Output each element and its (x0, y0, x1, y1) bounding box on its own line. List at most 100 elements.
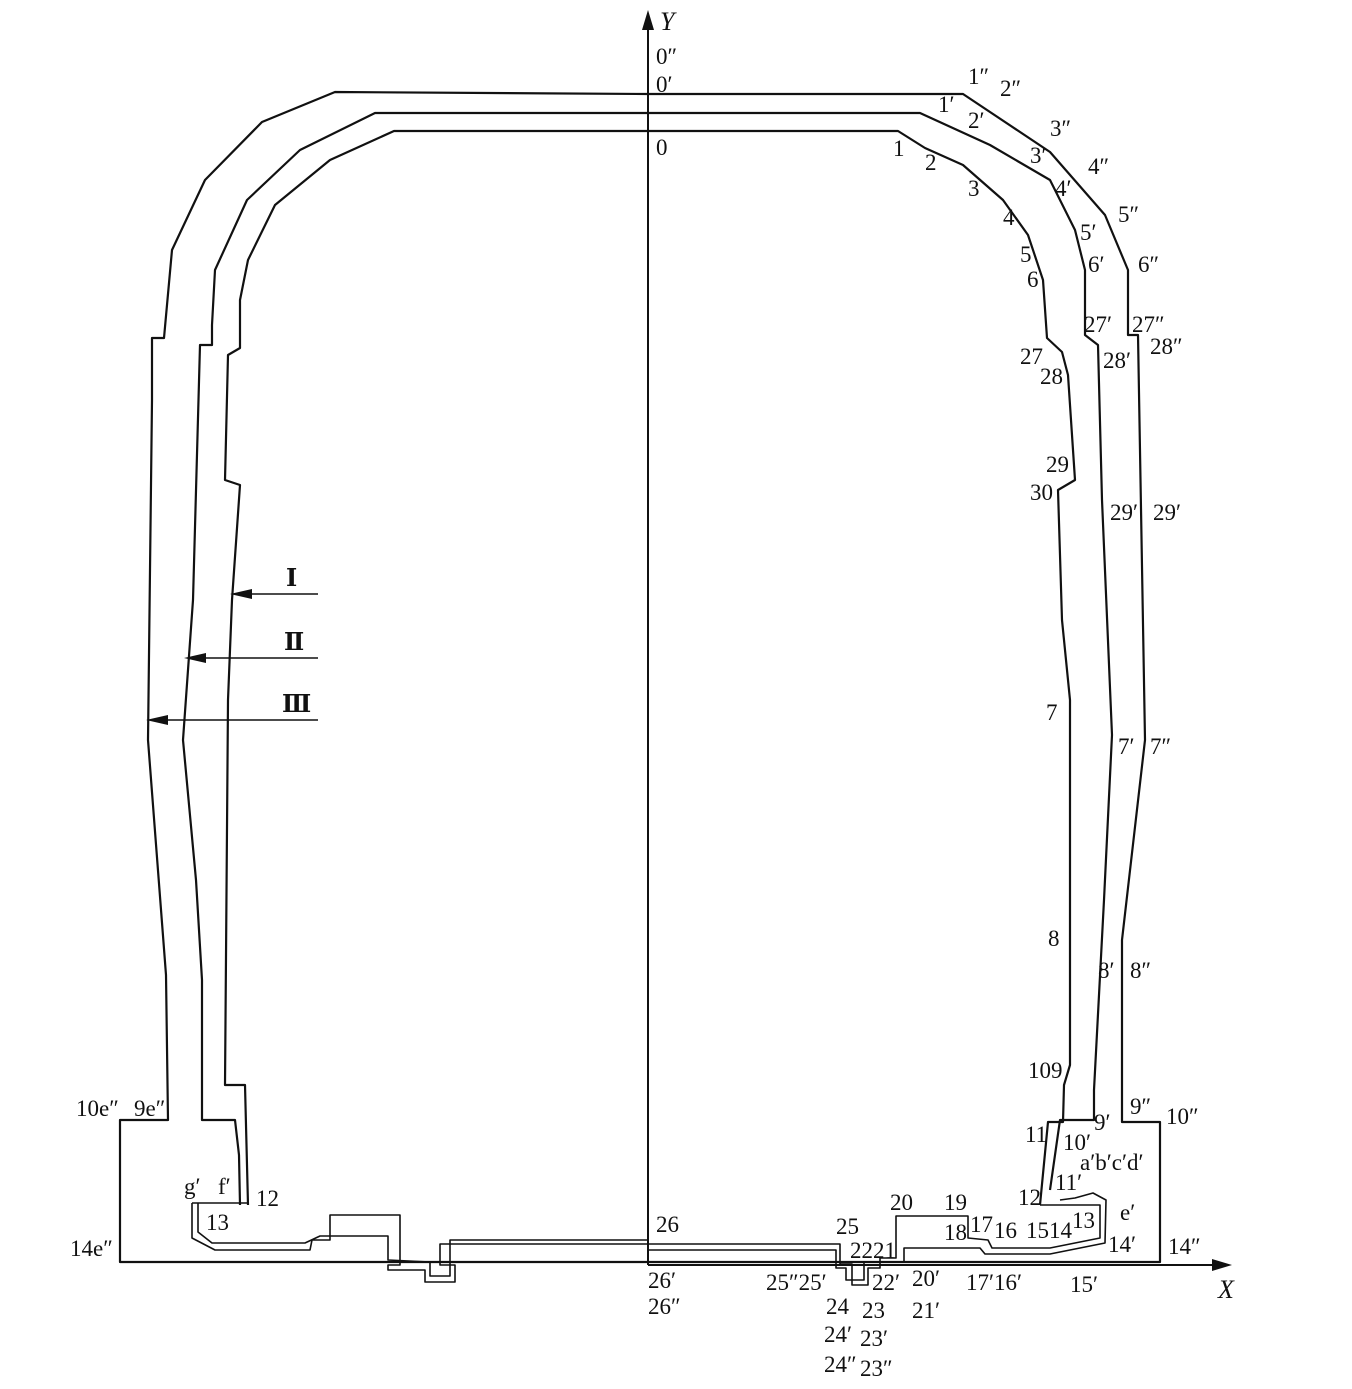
label-5: 5 (1020, 242, 1032, 267)
label-29pp: 29′ (1153, 500, 1181, 525)
label-12-left: 12 (256, 1186, 279, 1211)
label-14e: 14e″ (70, 1236, 113, 1261)
label-7: 7 (1046, 700, 1058, 725)
label-14p: 14′ (1108, 1232, 1136, 1257)
label-18: 18 (944, 1220, 967, 1245)
label-gp: g′ (184, 1174, 201, 1199)
label-10e: 10e″ (76, 1096, 119, 1121)
label-14pp: 14″ (1168, 1234, 1201, 1259)
label-13-right: 13 (1072, 1208, 1095, 1233)
label-27: 27 (1020, 344, 1043, 369)
label-29p: 29′ (1110, 500, 1138, 525)
x-axis-label: X (1217, 1275, 1235, 1304)
label-11p: 11′ (1055, 1170, 1082, 1195)
label-1: 1 (893, 136, 905, 161)
label-17: 17 (970, 1212, 993, 1237)
label-25pp-25p: 25″25′ (766, 1270, 827, 1295)
label-8p: 8′ (1098, 958, 1115, 983)
label-6p: 6′ (1088, 252, 1105, 277)
contour-label-ii: Ⅱ (284, 630, 304, 656)
contour-label-iii: Ⅲ (282, 692, 311, 718)
label-27pp: 27″ (1132, 312, 1165, 337)
label-19: 19 (944, 1190, 967, 1215)
label-8pp: 8″ (1130, 958, 1151, 983)
label-3pp: 3″ (1050, 116, 1071, 141)
label-7p: 7′ (1118, 734, 1135, 759)
contour-ii-outline (648, 111, 1114, 1191)
label-2221: 2221 (850, 1238, 896, 1263)
label-15p: 15′ (1070, 1272, 1098, 1297)
label-2: 2 (925, 150, 937, 175)
label-25: 25 (836, 1214, 859, 1239)
label-9pp: 9″ (1130, 1094, 1151, 1119)
label-1pp: 1″ (968, 64, 989, 89)
label-24p: 24′ (824, 1322, 852, 1347)
label-3: 3 (968, 176, 980, 201)
label-6: 6 (1027, 267, 1039, 292)
label-22p: 22′ (872, 1270, 900, 1295)
y-axis-arrow (642, 10, 654, 30)
label-23pp: 23″ (860, 1356, 893, 1381)
pointer-arrow-iii (146, 715, 168, 725)
label-26p: 26′ (648, 1268, 676, 1293)
label-11: 11 (1025, 1122, 1047, 1147)
track-slab-right-inner (648, 1192, 1107, 1281)
label-0: 0 (656, 135, 668, 160)
label-23: 23 (862, 1298, 885, 1323)
label-9p: 9′ (1094, 1110, 1111, 1135)
label-0pp: 0″ (656, 44, 677, 69)
label-20p: 20′ (912, 1266, 940, 1291)
label-9e: 9e″ (134, 1096, 165, 1121)
label-5pp: 5″ (1118, 202, 1139, 227)
contour-i-outline-left (223, 129, 648, 1206)
label-10-9: 109 (1028, 1058, 1063, 1083)
label-0p: 0′ (656, 72, 673, 97)
label-ep: e′ (1120, 1200, 1135, 1225)
label-28: 28 (1040, 364, 1063, 389)
label-24: 24 (826, 1294, 850, 1319)
label-10p: 10′ (1063, 1130, 1091, 1155)
label-27p: 27′ (1084, 312, 1112, 337)
label-4p: 4′ (1055, 176, 1072, 201)
label-5p: 5′ (1080, 220, 1097, 245)
contour-label-i: Ⅰ (286, 566, 297, 592)
label-4: 4 (1003, 205, 1015, 230)
label-16: 16 (994, 1218, 1017, 1243)
contour-iii-outline (118, 90, 1162, 1264)
label-23p: 23′ (860, 1326, 888, 1351)
y-axis-label: Y (660, 7, 677, 36)
label-8: 8 (1048, 926, 1060, 951)
label-17p-16p: 17′16′ (966, 1270, 1022, 1295)
label-26: 26 (656, 1212, 679, 1237)
label-12-right: 12 (1018, 1185, 1041, 1210)
label-28p: 28′ (1103, 348, 1131, 373)
pointer-arrow-i (230, 589, 252, 599)
label-20: 20 (890, 1190, 913, 1215)
track-slab-left-inner (197, 1203, 648, 1277)
label-2p: 2′ (968, 108, 985, 133)
track-slab-left (191, 1203, 648, 1283)
label-29: 29 (1046, 452, 1069, 477)
label-24pp: 24″ (824, 1352, 857, 1377)
point-labels: 0″ 0′ 0 1″ 2″ 1′ 2′ 1 2 3″ 3′ 3 4″ 4′ 4 … (70, 44, 1201, 1381)
label-26pp: 26″ (648, 1294, 681, 1319)
label-abcd: a′b′c′d′ (1080, 1150, 1144, 1175)
pointer-arrow-ii (184, 653, 206, 663)
track-slab-right (648, 1204, 1101, 1286)
label-7pp: 7″ (1150, 734, 1171, 759)
label-1p: 1′ (938, 92, 955, 117)
label-1514: 1514 (1026, 1218, 1073, 1243)
label-30: 30 (1030, 480, 1053, 505)
x-axis-arrow (1212, 1259, 1232, 1271)
axes (642, 10, 1232, 1271)
contour-ii-outline-left (181, 111, 648, 1206)
label-13-left: 13 (206, 1210, 229, 1235)
label-28pp: 28″ (1150, 334, 1183, 359)
label-2pp: 2″ (1000, 76, 1021, 101)
label-fp: f′ (218, 1174, 231, 1199)
label-4pp: 4″ (1088, 154, 1109, 179)
label-3p: 3′ (1030, 143, 1047, 168)
label-10pp: 10″ (1166, 1104, 1199, 1129)
